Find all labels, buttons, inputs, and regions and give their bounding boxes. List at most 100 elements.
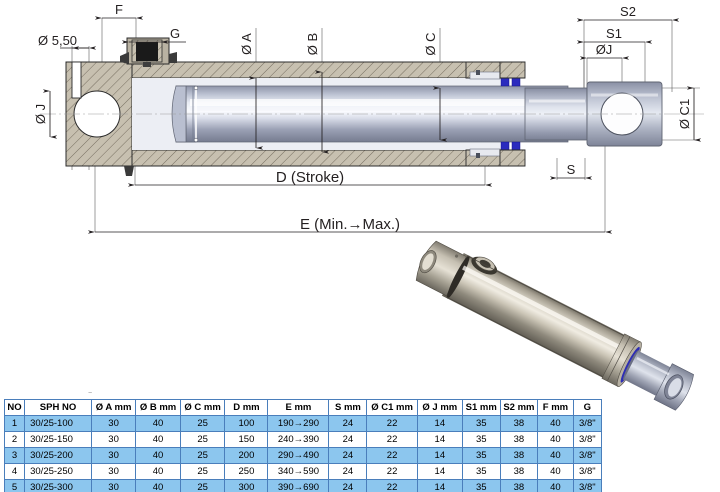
cell-dia-c: 25 <box>179 447 226 464</box>
cell-dia-c1: 22 <box>366 431 418 448</box>
cell-s2: 38 <box>499 447 539 464</box>
dim-b-label: Ø B <box>305 33 320 55</box>
cell-g: 3/8" <box>572 463 603 480</box>
header-s2: S2 mm <box>499 399 539 416</box>
cell-sph-no: 30/25-100 <box>24 415 92 432</box>
cell-s: 24 <box>328 447 368 464</box>
table-row[interactable]: 2 30/25-150 30 40 25 150 240→390 24 22 1… <box>3 431 603 448</box>
cell-e: 390→690 <box>267 479 330 492</box>
dim-s1-label: S1 <box>606 26 622 41</box>
dim-a-label: Ø A <box>239 33 254 55</box>
header-dia-b: Ø B mm <box>135 399 181 416</box>
dim-f-label: F <box>115 2 123 17</box>
header-d: D mm <box>224 399 269 416</box>
cell-dia-b: 40 <box>135 447 181 464</box>
cell-s1: 35 <box>461 415 501 432</box>
cell-dia-c1: 22 <box>366 463 418 480</box>
cell-e: 190→290 <box>267 415 330 432</box>
cell-dia-a: 30 <box>90 447 137 464</box>
table-row[interactable]: 3 30/25-200 30 40 25 200 290→490 24 22 1… <box>3 447 603 464</box>
cell-f: 40 <box>537 479 574 492</box>
cell-sph-no: 30/25-150 <box>24 431 92 448</box>
dim-e-minmax-label: E (Min.→Max.) <box>300 216 400 233</box>
dim-j-right-label: ØJ <box>596 42 613 57</box>
cell-d: 250 <box>224 463 269 480</box>
cell-s: 24 <box>328 431 368 448</box>
header-f: F mm <box>537 399 574 416</box>
header-no: NO <box>3 399 26 416</box>
dim-c1-label: Ø C1 <box>677 99 692 129</box>
table-body: 1 30/25-100 30 40 25 100 190→290 24 22 1… <box>3 415 603 492</box>
cell-e: 340→590 <box>267 463 330 480</box>
cell-dia-b: 40 <box>135 479 181 492</box>
cell-dia-j: 14 <box>416 479 463 492</box>
table-row[interactable]: 4 30/25-250 30 40 25 250 340→590 24 22 1… <box>3 463 603 480</box>
cell-s: 24 <box>328 463 368 480</box>
cell-sph-no: 30/25-200 <box>24 447 92 464</box>
cell-dia-c: 25 <box>179 415 226 432</box>
cell-g: 3/8" <box>572 431 603 448</box>
header-dia-j: Ø J mm <box>416 399 463 416</box>
header-e: E mm <box>267 399 330 416</box>
cell-dia-j: 14 <box>416 415 463 432</box>
cell-dia-b: 40 <box>135 415 181 432</box>
cell-sph-no: 30/25-300 <box>24 479 92 492</box>
technical-drawing: Ø 5,50 F G S2 S1 ØJ S D (Stroke) E (Min.… <box>33 2 706 234</box>
dim-g-label: G <box>170 26 180 41</box>
cell-dia-b: 40 <box>135 431 181 448</box>
dim-s2-label: S2 <box>620 4 636 19</box>
stray-mark: − <box>88 390 93 397</box>
cell-no: 1 <box>3 415 26 432</box>
cell-f: 40 <box>537 463 574 480</box>
cell-s2: 38 <box>499 431 539 448</box>
dim-hole-dia-label: Ø 5,50 <box>38 33 77 48</box>
dim-c-label: Ø C <box>423 32 438 55</box>
cell-f: 40 <box>537 431 574 448</box>
dim-j-left-label: Ø J <box>33 104 48 124</box>
cell-s2: 38 <box>499 479 539 492</box>
cell-sph-no: 30/25-250 <box>24 463 92 480</box>
specification-table-wrapper: NO SPH NO Ø A mm Ø B mm Ø C mm D mm E mm… <box>3 399 603 492</box>
header-s: S mm <box>328 399 368 416</box>
dim-s-label: S <box>567 162 576 177</box>
cell-dia-j: 14 <box>416 463 463 480</box>
cell-g: 3/8" <box>572 479 603 492</box>
cell-dia-a: 30 <box>90 431 137 448</box>
cell-f: 40 <box>537 415 574 432</box>
cell-e: 240→390 <box>267 431 330 448</box>
cell-dia-a: 30 <box>90 479 137 492</box>
header-dia-c1: Ø C1 mm <box>366 399 418 416</box>
cell-s1: 35 <box>461 479 501 492</box>
cell-no: 4 <box>3 463 26 480</box>
header-sph-no: SPH NO <box>24 399 92 416</box>
cell-s1: 35 <box>461 447 501 464</box>
cell-no: 5 <box>3 479 26 492</box>
cell-dia-c: 25 <box>179 463 226 480</box>
table-header-row: NO SPH NO Ø A mm Ø B mm Ø C mm D mm E mm… <box>3 399 603 416</box>
cell-dia-j: 14 <box>416 447 463 464</box>
cell-s1: 35 <box>461 431 501 448</box>
cell-dia-a: 30 <box>90 415 137 432</box>
cell-f: 40 <box>537 447 574 464</box>
header-s1: S1 mm <box>461 399 501 416</box>
cell-d: 300 <box>224 479 269 492</box>
cell-dia-c1: 22 <box>366 479 418 492</box>
cell-dia-c1: 22 <box>366 415 418 432</box>
header-dia-c: Ø C mm <box>179 399 226 416</box>
cell-s: 24 <box>328 415 368 432</box>
cell-dia-j: 14 <box>416 431 463 448</box>
cell-s: 24 <box>328 479 368 492</box>
cell-no: 3 <box>3 447 26 464</box>
table-row[interactable]: 5 30/25-300 30 40 25 300 390→690 24 22 1… <box>3 479 603 492</box>
table-row[interactable]: 1 30/25-100 30 40 25 100 190→290 24 22 1… <box>3 415 603 432</box>
cell-s2: 38 <box>499 463 539 480</box>
cell-s1: 35 <box>461 463 501 480</box>
cell-d: 100 <box>224 415 269 432</box>
cell-dia-c: 25 <box>179 431 226 448</box>
cell-d: 150 <box>224 431 269 448</box>
header-dia-a: Ø A mm <box>90 399 137 416</box>
cell-dia-c1: 22 <box>366 447 418 464</box>
cell-g: 3/8" <box>572 447 603 464</box>
cell-dia-b: 40 <box>135 463 181 480</box>
